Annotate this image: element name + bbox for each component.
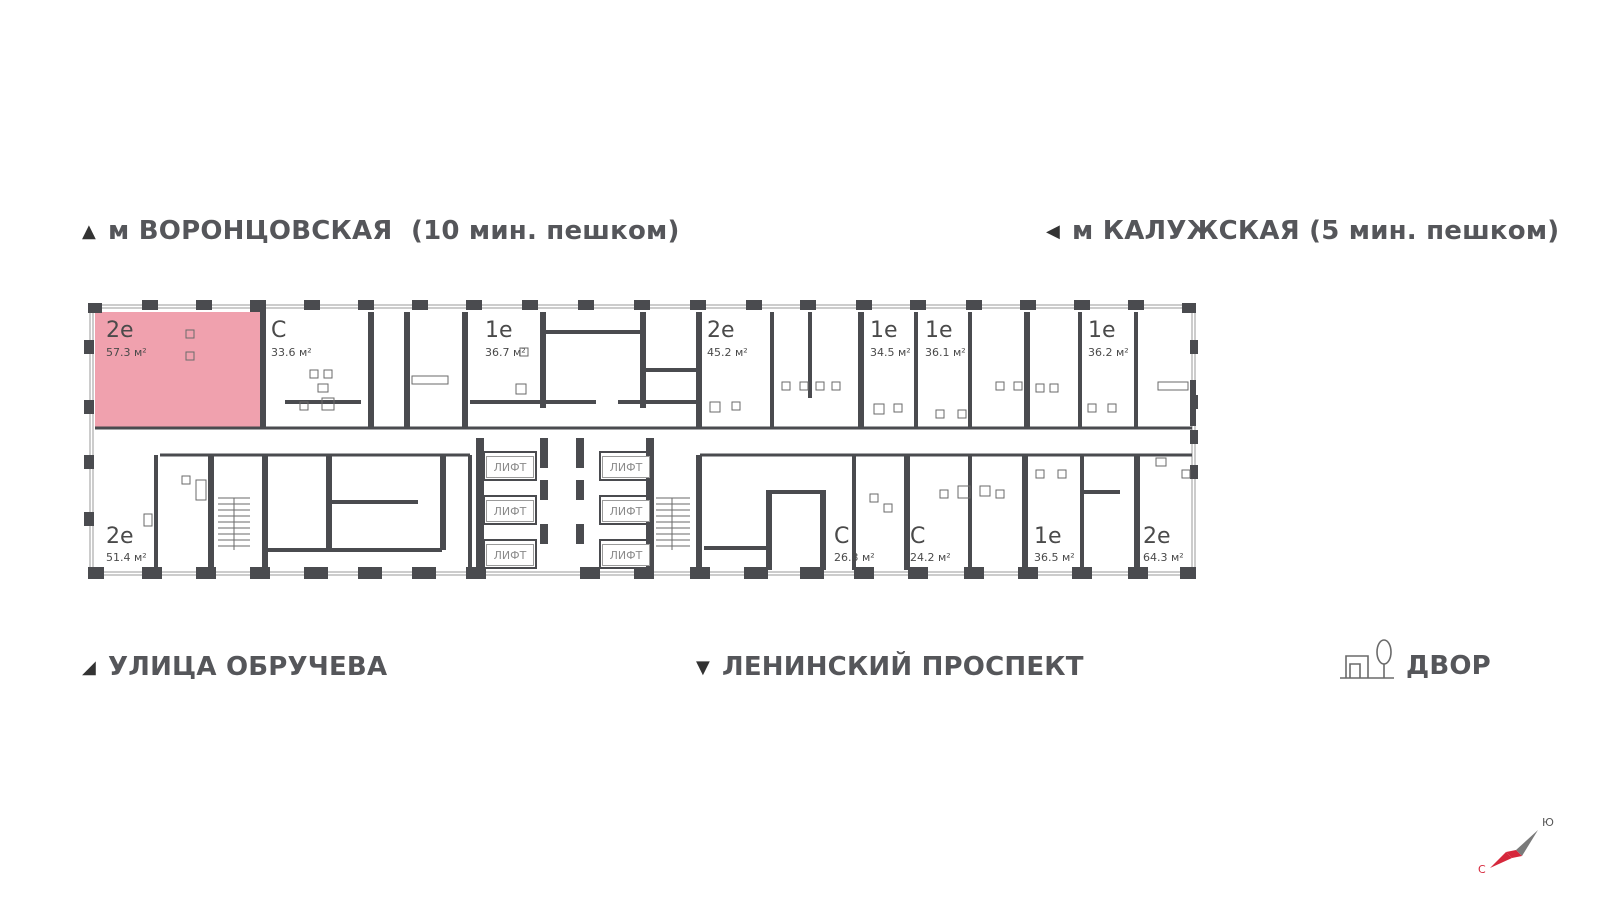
apartment-type-label: 2е xyxy=(707,318,735,343)
street-label-obrucheva: ◢ УЛИЦА ОБРУЧЕВА xyxy=(82,652,387,682)
apartment-type-label: С xyxy=(271,318,287,343)
apartment-area-label: 36.1 м² xyxy=(925,346,966,359)
interior-walls-top xyxy=(260,312,1196,428)
apartment-area-label: 57.3 м² xyxy=(106,346,147,359)
compass-north-label: С xyxy=(1478,863,1486,876)
fixtures xyxy=(143,329,1191,527)
compass-icon xyxy=(1490,830,1538,868)
interior-walls-bottom xyxy=(154,438,1140,570)
apartment-area-label: 26.3 м² xyxy=(834,551,875,564)
apartment-type-label: 1е xyxy=(925,318,953,343)
wall-piers-top xyxy=(88,300,1196,313)
apartment-type-label: 2е xyxy=(106,318,134,343)
apartment-area-label: 45.2 м² xyxy=(707,346,748,359)
apartment-area-label: 34.5 м² xyxy=(870,346,911,359)
lift-label: ЛИФТ xyxy=(486,544,534,566)
apartment-type-label: С xyxy=(910,524,926,549)
apartment-type-label: 1е xyxy=(485,318,513,343)
apartment-area-label: 36.7 м² xyxy=(485,346,526,359)
wall-piers-bottom xyxy=(88,567,1196,579)
lift-label: ЛИФТ xyxy=(602,456,650,478)
metro-label-voroncovskaya: ▲ м ВОРОНЦОВСКАЯ (10 мин. пешком) xyxy=(82,216,680,246)
apartment-type-label: С xyxy=(834,524,850,549)
street-label-leninsky: ▼ ЛЕНИНСКИЙ ПРОСПЕКТ xyxy=(696,652,1084,682)
apartment-area-label: 51.4 м² xyxy=(106,551,147,564)
apartment-highlight[interactable] xyxy=(95,312,263,427)
direction-arrow-icon: ▲ xyxy=(82,221,97,242)
apartment-type-label: 1е xyxy=(1088,318,1116,343)
lift-label: ЛИФТ xyxy=(602,544,650,566)
direction-arrow-icon: ◀ xyxy=(1046,221,1061,242)
street-left-text: УЛИЦА ОБРУЧЕВА xyxy=(108,652,388,682)
metro-left-text: м ВОРОНЦОВСКАЯ (10 мин. пешком) xyxy=(108,216,680,246)
yard-text: ДВОР xyxy=(1406,651,1491,681)
lift-label: ЛИФТ xyxy=(602,500,650,522)
apartment-area-label: 33.6 м² xyxy=(271,346,312,359)
yard-icon xyxy=(1340,639,1394,679)
yard-label: ДВОР xyxy=(1338,638,1491,682)
apartment-area-label: 24.2 м² xyxy=(910,551,951,564)
apartment-type-label: 1е xyxy=(870,318,898,343)
metro-right-text: м КАЛУЖСКАЯ (5 мин. пешком) xyxy=(1072,216,1560,246)
street-center-text: ЛЕНИНСКИЙ ПРОСПЕКТ xyxy=(722,652,1084,682)
apartment-type-label: 1е xyxy=(1034,524,1062,549)
staircase-left xyxy=(218,497,250,550)
compass-south-label: Ю xyxy=(1542,816,1554,829)
apartment-area-label: 36.2 м² xyxy=(1088,346,1129,359)
apartment-type-label: 2е xyxy=(1143,524,1171,549)
staircase-right xyxy=(656,497,690,550)
direction-arrow-icon: ◢ xyxy=(82,657,97,678)
apartment-area-label: 64.3 м² xyxy=(1143,551,1184,564)
lift-label: ЛИФТ xyxy=(486,500,534,522)
metro-label-kaluzhskaya: ◀ м КАЛУЖСКАЯ (5 мин. пешком) xyxy=(1046,216,1559,246)
apartment-area-label: 36.5 м² xyxy=(1034,551,1075,564)
apartment-type-label: 2е xyxy=(106,524,134,549)
lift-label: ЛИФТ xyxy=(486,456,534,478)
direction-arrow-icon: ▼ xyxy=(696,657,711,678)
